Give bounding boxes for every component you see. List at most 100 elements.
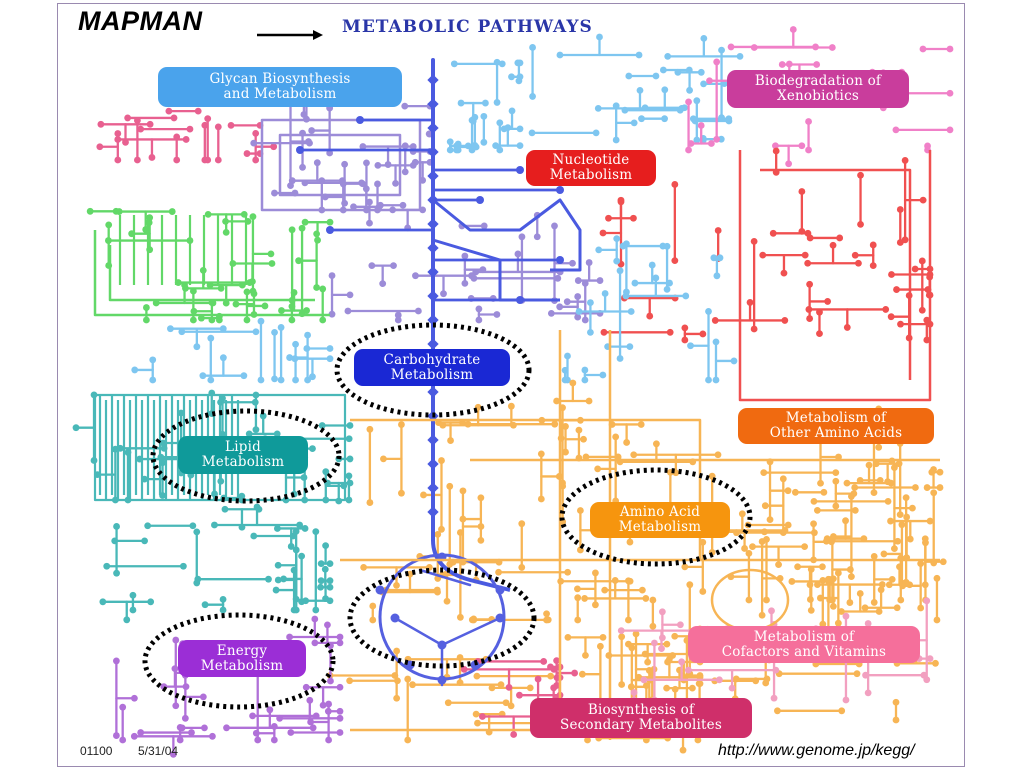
compound-node [238, 523, 246, 531]
compound-node [221, 505, 229, 513]
compound-node [716, 254, 724, 262]
category-label-nucleotide[interactable]: Nucleotide Metabolism [526, 150, 656, 186]
category-label-energy[interactable]: Energy Metabolism [178, 640, 306, 677]
compound-node [699, 330, 707, 338]
compound-node [112, 207, 120, 215]
compound-node [806, 315, 814, 322]
compound-node [745, 596, 753, 604]
compound-node [528, 129, 536, 137]
map-code: 01100 [80, 744, 113, 758]
compound-node [779, 475, 787, 483]
compound-node [464, 142, 472, 150]
category-label-carbohydrate[interactable]: Carbohydrate Metabolism [354, 349, 510, 386]
compound-node [366, 219, 373, 227]
compound-node [346, 422, 354, 429]
compound-node [324, 621, 331, 629]
category-label-glycan[interactable]: Glycan Biosynthesis and Metabolism [158, 67, 402, 107]
compound-node [772, 147, 780, 155]
compound-node [592, 601, 599, 609]
category-label-xenobiotics[interactable]: Biodegradation of Xenobiotics [727, 70, 909, 108]
compound-node [252, 129, 260, 137]
category-label-other-amino-acids[interactable]: Metabolism of Other Amino Acids [738, 408, 934, 444]
compound-node [270, 736, 278, 744]
compound-node [104, 237, 112, 244]
category-label-amino-acid[interactable]: Amino Acid Metabolism [590, 502, 730, 538]
compound-node [113, 569, 120, 577]
compound-node [308, 127, 316, 134]
compound-node [219, 354, 227, 362]
compound-node [305, 138, 312, 145]
compound-node [482, 99, 489, 107]
category-label-secondary-metabolites[interactable]: Biosynthesis of Secondary Metabolites [530, 698, 752, 738]
category-label-lipid[interactable]: Lipid Metabolism [178, 436, 308, 474]
compound-node [291, 355, 299, 363]
compound-node [497, 681, 505, 689]
compound-node [273, 525, 281, 532]
compound-node [214, 156, 222, 164]
compound-node [637, 421, 645, 428]
compound-node [661, 115, 668, 123]
compound-node [280, 575, 288, 583]
compound-node [901, 157, 909, 164]
compound-node [207, 376, 215, 384]
compound-node [219, 325, 227, 333]
compound-node [326, 560, 334, 568]
compound-node [296, 146, 304, 154]
compound-node [741, 545, 748, 552]
compound-node [613, 257, 621, 265]
compound-node [286, 633, 293, 641]
compound-node [257, 376, 265, 384]
compound-node [832, 477, 840, 485]
compound-node [749, 543, 756, 551]
compound-node [356, 116, 364, 124]
compound-node [514, 250, 522, 258]
compound-node [658, 645, 665, 652]
compound-node [681, 324, 689, 332]
compound-node [276, 714, 284, 722]
compound-node [581, 366, 589, 374]
compound-node [270, 723, 278, 730]
compound-node [896, 511, 904, 519]
compound-node [326, 583, 334, 591]
compound-node [250, 139, 258, 147]
compound-node [595, 246, 603, 254]
compound-node [142, 316, 150, 324]
compound-node [712, 338, 720, 346]
compound-node [601, 586, 609, 594]
compound-node [926, 655, 934, 663]
compound-node [287, 543, 295, 550]
compound-node [359, 180, 367, 188]
category-label-cofactors[interactable]: Metabolism of Cofactors and Vitamins [688, 626, 920, 663]
compound-node [510, 421, 517, 429]
pathway-edge [440, 616, 502, 647]
compound-node [882, 306, 890, 313]
compound-node [804, 259, 812, 267]
compound-node [311, 615, 319, 623]
compound-node [211, 521, 218, 529]
compound-node [848, 493, 855, 500]
compound-node [750, 237, 758, 245]
compound-node [564, 568, 572, 576]
compound-node [475, 316, 483, 324]
compound-node [314, 236, 321, 244]
compound-node [887, 313, 895, 321]
compound-node [124, 114, 132, 122]
compound-node [694, 736, 702, 744]
compound-node [434, 530, 442, 538]
compound-node [149, 376, 157, 384]
compound-node [599, 229, 607, 237]
compound-node [819, 576, 827, 584]
compound-node [592, 569, 599, 577]
compound-node [427, 242, 439, 254]
compound-node [257, 317, 265, 325]
compound-node [810, 520, 817, 528]
compound-node [718, 46, 725, 54]
compound-node [374, 180, 381, 188]
compound-node [556, 51, 564, 59]
compound-node [468, 272, 475, 280]
compound-node [918, 306, 926, 314]
source-url-link[interactable]: http://www.genome.jp/kegg/ [718, 742, 915, 759]
compound-node [878, 581, 886, 588]
compound-node [404, 675, 412, 683]
pathway-edge [431, 539, 511, 592]
